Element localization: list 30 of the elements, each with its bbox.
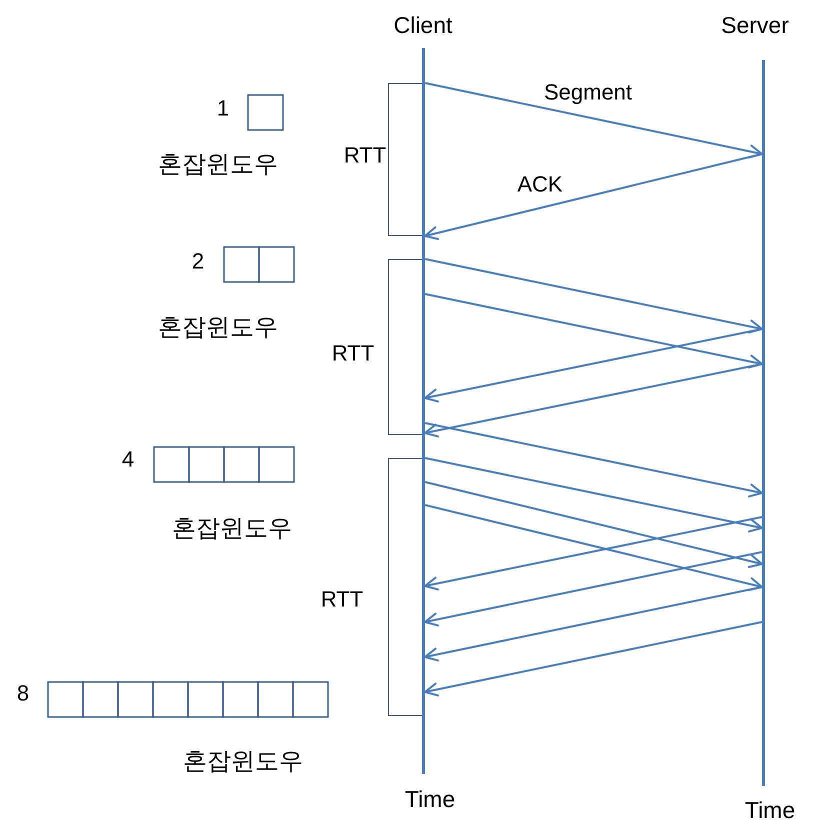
interval-box: [388, 458, 424, 716]
arrow: [424, 363, 762, 438]
interval-box: [388, 259, 424, 435]
rtt-label: RTT: [320, 586, 364, 612]
lifeline-title: Client: [394, 12, 452, 38]
arrow: [424, 82, 763, 158]
arrow: [424, 422, 763, 498]
arrow: [424, 586, 762, 662]
window-caption: 혼잡윈도우: [172, 515, 292, 543]
arrow: [424, 621, 762, 696]
arrow: [424, 457, 763, 532]
window-size-number: 4: [122, 446, 134, 472]
window-caption: 혼잡윈도우: [158, 151, 278, 179]
lifeline-title: Server: [721, 12, 789, 38]
arrow: [424, 481, 763, 568]
window-caption: 혼잡윈도우: [158, 314, 278, 342]
rtt-label: RTT: [344, 142, 386, 168]
arrow: [424, 258, 763, 334]
window-size-number: 2: [192, 248, 204, 274]
window-size-number: 8: [16, 680, 30, 706]
rtt-label: RTT: [332, 340, 374, 366]
arrow: [424, 293, 763, 368]
arrow: [424, 551, 762, 626]
interval-box: [388, 83, 424, 236]
window-caption: 혼잡윈도우: [183, 748, 303, 776]
arrow: [424, 153, 762, 240]
time-label: Time: [404, 786, 456, 812]
window-size-number: 1: [216, 95, 230, 121]
time-label: Time: [744, 796, 796, 824]
arrow: [424, 328, 762, 402]
